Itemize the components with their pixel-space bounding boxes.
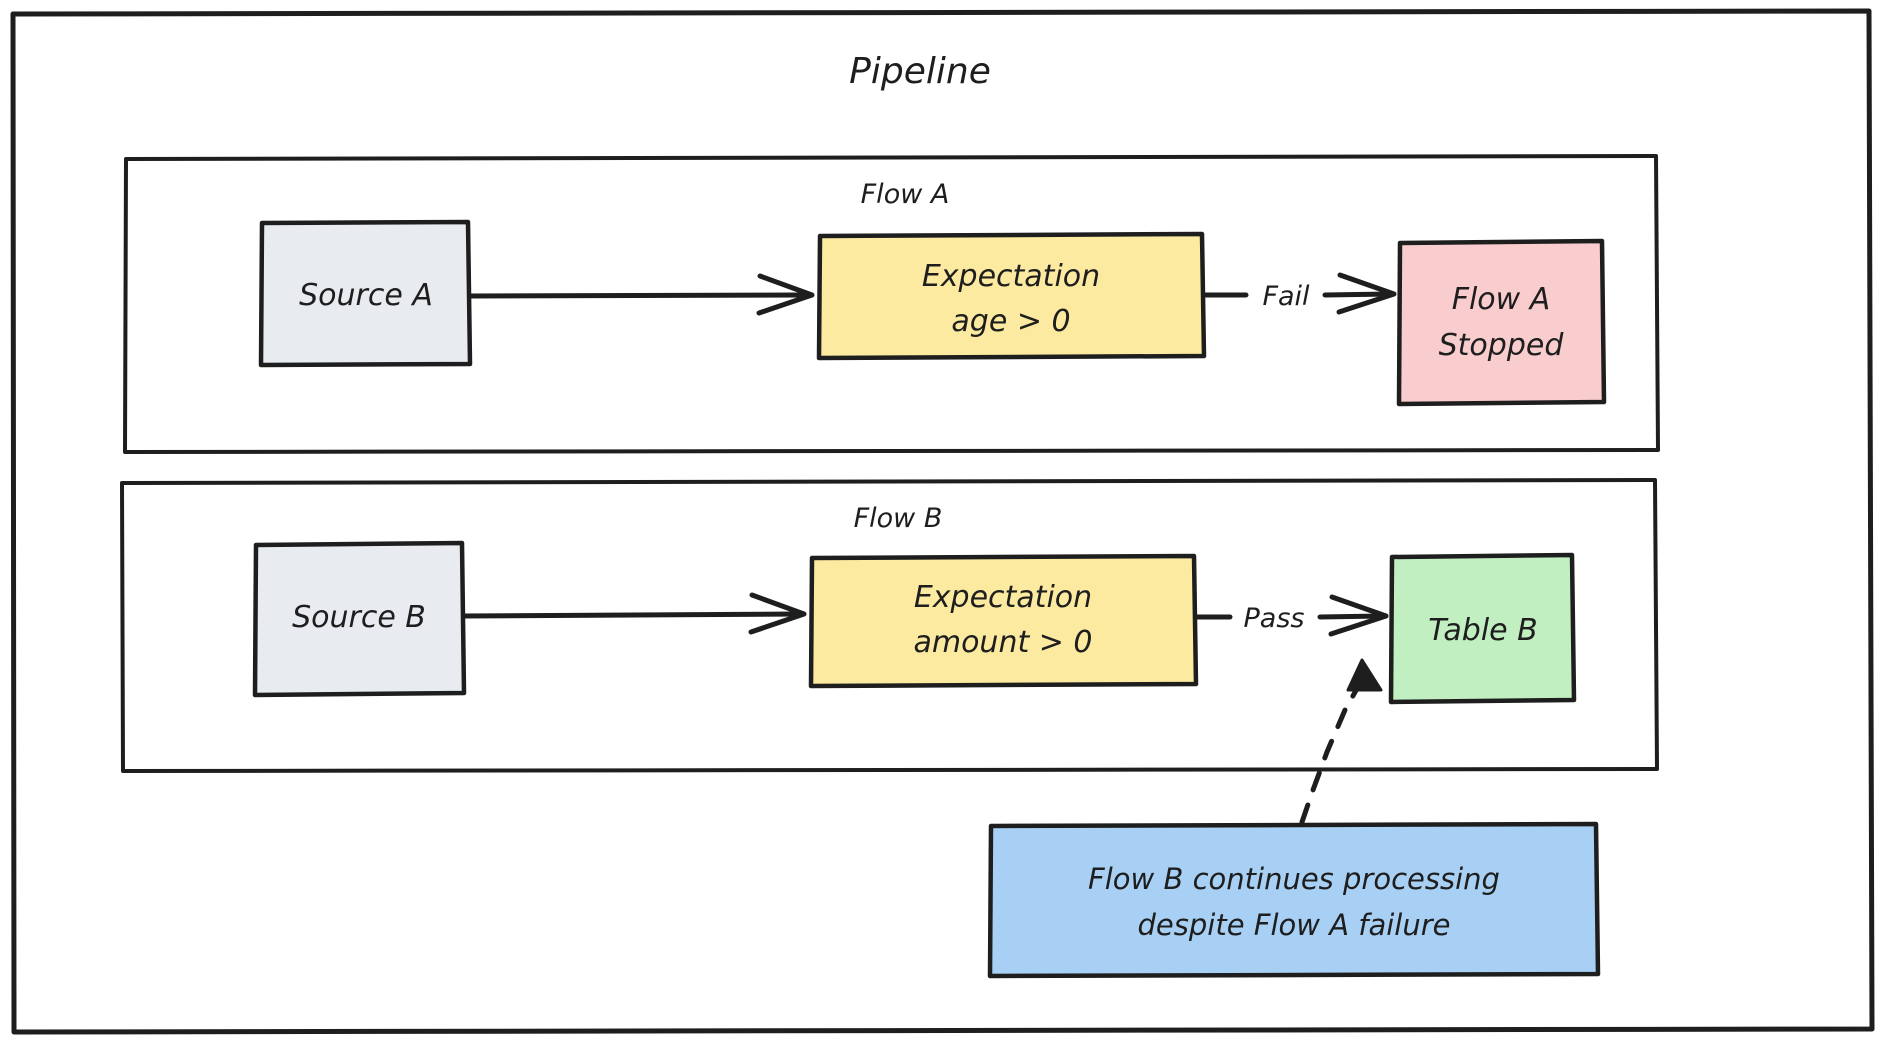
node-source-b[interactable] — [252, 540, 467, 698]
dashed-arrowhead-icon — [1346, 658, 1383, 692]
expectation-a-label-line2: age > 0 — [951, 304, 1070, 339]
edge-label-pass: Pass — [1244, 603, 1305, 634]
flow-b-container — [120, 478, 1659, 773]
expectation-a-shape — [816, 231, 1207, 361]
node-table-b[interactable] — [1388, 552, 1577, 705]
node-expectation-a[interactable] — [816, 231, 1207, 361]
expectation-b-label-line2: amount > 0 — [913, 625, 1092, 660]
source-b-label: Source B — [292, 600, 426, 635]
expectation-b-shape — [808, 553, 1199, 689]
edge-expectation-a-to-stopped — [1201, 272, 1397, 315]
node-source-a[interactable] — [258, 219, 473, 368]
source-b-shape — [252, 540, 467, 698]
source-a-label: Source A — [299, 278, 433, 313]
edge-expectation-b-to-table-b — [1193, 594, 1389, 637]
flow-a-stopped-label-line1: Flow A — [1452, 282, 1551, 317]
pipeline-frame — [10, 8, 1875, 1035]
source-a-shape — [258, 219, 473, 368]
flow-b-title: Flow B — [854, 503, 943, 534]
note-label-line1: Flow B continues processing — [1088, 862, 1500, 896]
node-flow-a-stopped[interactable] — [1396, 238, 1607, 407]
flow-a-stopped-label-line2: Stopped — [1439, 328, 1565, 363]
expectation-a-label-line1: Expectation — [922, 259, 1100, 294]
expectation-b-label-line1: Expectation — [914, 580, 1092, 615]
note-shape — [987, 821, 1601, 979]
table-b-shape — [1388, 552, 1577, 705]
note-flow-b-box[interactable] — [987, 821, 1601, 979]
node-expectation-b[interactable] — [808, 553, 1199, 689]
edge-label-fail: Fail — [1262, 281, 1310, 312]
flow-a-container — [123, 154, 1660, 454]
note-label-line2: despite Flow A failure — [1138, 908, 1451, 942]
flow-a-stopped-shape — [1396, 238, 1607, 407]
edge-source-b-to-expectation-b — [461, 592, 807, 635]
edge-source-a-to-expectation-a — [467, 273, 815, 316]
flow-a-title: Flow A — [861, 179, 950, 210]
page-title: Pipeline — [849, 51, 991, 92]
table-b-label: Table B — [1428, 613, 1538, 648]
edge-note-to-table-b — [1299, 658, 1383, 825]
